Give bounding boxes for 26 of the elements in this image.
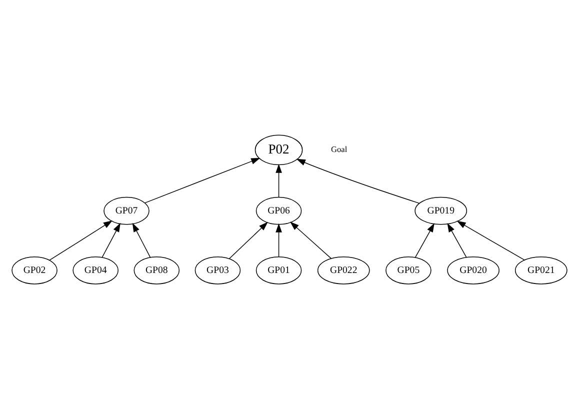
arrow [144, 157, 260, 203]
node-ellipse: GP03 [194, 256, 241, 284]
node-ellipse: P02 [254, 134, 303, 165]
arrow [456, 220, 525, 260]
node-ellipse: GP019 [414, 196, 468, 224]
node-ellipse: GP020 [447, 256, 500, 284]
arrow [102, 222, 120, 258]
node-ellipse: GP02 [12, 256, 58, 284]
node-ellipse: GP022 [317, 256, 370, 284]
arrow [414, 222, 434, 258]
arrow [49, 220, 112, 260]
arrow [132, 222, 151, 258]
node-label: Goal [331, 144, 348, 154]
arrow [276, 222, 282, 257]
node-ellipse: GP06 [256, 196, 302, 224]
arrow [290, 221, 332, 258]
arrow [296, 158, 420, 204]
arrow [228, 221, 268, 259]
node-ellipse: GP021 [514, 256, 568, 284]
node-ellipse: GP08 [134, 256, 180, 284]
arrow [447, 222, 467, 257]
node-ellipse: GP07 [104, 196, 150, 224]
arrow [276, 163, 282, 198]
node-ellipse: GP04 [72, 256, 118, 284]
node-ellipse: GP01 [256, 256, 302, 284]
node-ellipse: GP05 [386, 256, 432, 284]
